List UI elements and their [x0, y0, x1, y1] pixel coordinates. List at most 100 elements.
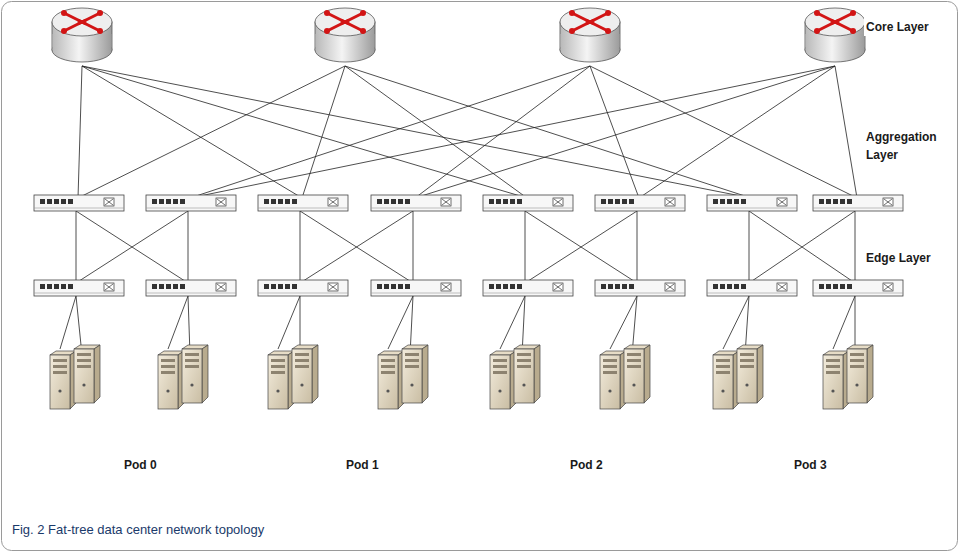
- switch-edge: [483, 208, 573, 209]
- core-router: [52, 8, 112, 62]
- server-tower: [268, 351, 294, 409]
- server-bay: [740, 365, 754, 368]
- link-wire: [76, 211, 77, 283]
- switch-icon-mark: [778, 284, 786, 290]
- link-wire: [637, 211, 638, 283]
- link-wire: [388, 296, 413, 349]
- switch-port: [180, 284, 185, 289]
- server-tower: [50, 351, 76, 409]
- switch-port: [727, 284, 732, 289]
- router-top: [52, 8, 112, 36]
- server-bay: [295, 359, 309, 362]
- link-wire: [188, 211, 189, 283]
- switch-edge: [258, 293, 348, 294]
- server-front: [74, 349, 94, 403]
- server-tower: [182, 345, 208, 403]
- switch-icon: [665, 198, 675, 206]
- switch-port: [503, 199, 508, 204]
- server-bay: [405, 359, 419, 362]
- switch-port: [285, 284, 290, 289]
- switch-port: [405, 284, 410, 289]
- server-side: [202, 345, 208, 403]
- server-bay: [826, 359, 840, 362]
- router-arrowhead: [97, 10, 103, 16]
- server-bay: [517, 353, 531, 356]
- switch-port: [629, 284, 634, 289]
- switch-body: [813, 195, 903, 211]
- switch-port: [503, 284, 508, 289]
- router-arrowhead: [61, 28, 67, 34]
- switch-port: [68, 199, 73, 204]
- server-front: [378, 355, 398, 409]
- server-bay: [53, 371, 67, 374]
- switch-port: [180, 199, 185, 204]
- switch-port: [159, 199, 164, 204]
- server-bay: [161, 365, 175, 368]
- link-wire: [413, 211, 414, 283]
- switch-port: [398, 199, 403, 204]
- link-wire: [500, 296, 525, 349]
- server-bay: [185, 359, 199, 362]
- pod-label: Pod 3: [792, 458, 829, 472]
- switch-port: [629, 199, 634, 204]
- switch-edge: [34, 293, 124, 294]
- link-wire: [60, 296, 76, 349]
- switch-edge: [813, 293, 903, 294]
- switch-port: [496, 199, 501, 204]
- server-led: [498, 389, 501, 392]
- server-side: [644, 345, 650, 403]
- switch-icon: [441, 198, 451, 206]
- switch-edge: [34, 208, 124, 209]
- server-front: [268, 355, 288, 409]
- server-bay: [295, 365, 309, 368]
- switch-body: [34, 195, 124, 211]
- switch-edge: [371, 208, 461, 209]
- network-switch: [371, 195, 461, 211]
- link-wire: [415, 66, 835, 198]
- server-bay: [271, 359, 285, 362]
- switch-edge: [258, 208, 348, 209]
- switch-port: [826, 199, 831, 204]
- devices: [34, 8, 903, 409]
- server-front: [292, 349, 312, 403]
- server-side: [757, 345, 763, 403]
- server-side: [422, 345, 428, 403]
- switch-port: [720, 284, 725, 289]
- pod-label: Pod 2: [568, 458, 605, 472]
- layer-label: Aggregation Layer: [864, 128, 944, 164]
- switch-port: [384, 284, 389, 289]
- switch-edge: [371, 293, 461, 294]
- switch-body: [483, 280, 573, 296]
- switch-icon-mark: [329, 284, 337, 290]
- network-switch: [813, 195, 903, 211]
- router-arrowhead: [814, 10, 820, 16]
- server-led: [632, 383, 635, 386]
- switch-icon: [777, 283, 787, 291]
- server-led: [190, 383, 193, 386]
- network-switch: [707, 280, 797, 296]
- switch-body: [258, 280, 348, 296]
- server-side: [312, 345, 318, 403]
- switch-icon-mark: [666, 199, 674, 205]
- link-wire: [300, 211, 413, 283]
- server-bay: [627, 353, 641, 356]
- server-led: [721, 389, 724, 392]
- router-arrowhead: [360, 10, 366, 16]
- link-wire: [833, 296, 855, 349]
- network-switch: [146, 280, 236, 296]
- server-tower: [737, 345, 763, 403]
- switch-port: [713, 199, 718, 204]
- switch-port: [278, 284, 283, 289]
- link-wire: [525, 211, 526, 283]
- server-led: [300, 383, 303, 386]
- switch-edge: [483, 293, 573, 294]
- router-arrowhead: [850, 28, 856, 34]
- server-tower: [74, 345, 100, 403]
- server-tower: [823, 351, 849, 409]
- server-bay: [53, 359, 67, 362]
- router-top: [315, 8, 375, 36]
- core-router: [805, 8, 865, 62]
- server-bay: [850, 365, 864, 368]
- switch-port: [292, 199, 297, 204]
- server-led: [745, 383, 748, 386]
